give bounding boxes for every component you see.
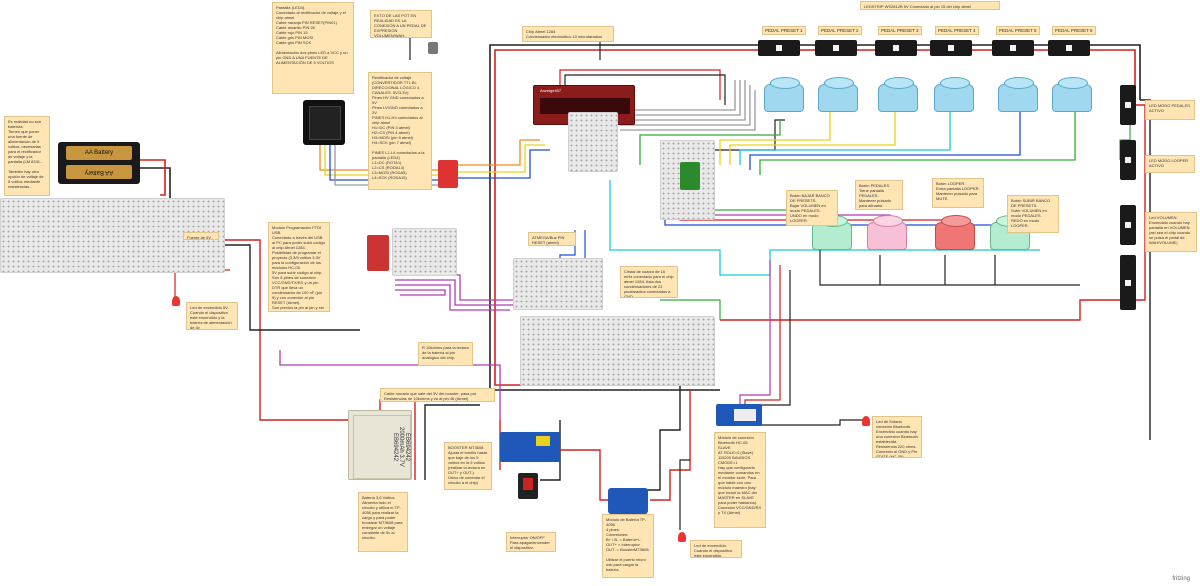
led-modo-pedales-note: LED MODO PEDALES ACTIVO — [1145, 100, 1195, 120]
bluetooth-note: Módulo de conexión Bluetooth HC-05 SLAVE… — [714, 432, 766, 528]
pedal-label-1: PEDAL PRESET 1 — [762, 26, 806, 35]
pedal-button-1[interactable] — [764, 77, 804, 112]
pedal-button-2[interactable] — [818, 77, 858, 112]
main-breadboard — [520, 316, 715, 386]
led-module-1 — [758, 40, 800, 56]
led-module-4 — [930, 40, 972, 56]
boton-pedales-note: Botón PEDALES. Tiene pantalla PEDALES. M… — [855, 180, 903, 210]
led-module-looper — [1120, 140, 1136, 180]
led-module-3 — [875, 40, 917, 56]
screen-module — [303, 100, 345, 145]
led-encendido-bottom-note: Led de encendido. Cuando el dispositivo … — [690, 540, 742, 558]
pedales-button[interactable] — [867, 215, 907, 250]
led-encendido-left — [172, 296, 180, 306]
pedal-label-2: PEDAL PRESET 2 — [818, 26, 862, 35]
modulo-prog-note: Modulo Programación FTDI USB. Conectado … — [268, 222, 330, 312]
led-module-5 — [992, 40, 1034, 56]
led-module-pedales — [1120, 85, 1136, 125]
level-shifter — [438, 160, 458, 188]
led-module-strip — [1120, 255, 1136, 310]
center-breadboard — [568, 112, 618, 172]
tp4056-module — [608, 488, 648, 514]
ledstrip-note: LEDSTRIP WS2812B 5V Conectado al pin 15 … — [860, 1, 1000, 10]
display-label: Anzeige457 — [540, 88, 562, 93]
pedal-button-6[interactable] — [1052, 77, 1092, 112]
lipo-battery: EB694242 2000mAh 3.7V EB694242 — [348, 410, 412, 480]
on-off-switch[interactable] — [518, 473, 538, 499]
boton-subir-note: Botón SUBIR BANCO DE PRESETS. Subir VOLU… — [1007, 195, 1059, 233]
pantalla-note: Pantalla (LED4). Conectado al rectificad… — [272, 2, 354, 94]
boton-bajar-note: Botón BAJAR BANCO DE PRESETS. Bajar VOLU… — [786, 190, 838, 226]
aa-battery-pack: AA Battery AA Battery — [58, 142, 140, 184]
cable-morado-note: Cable morado que sale del 3V del booster… — [380, 388, 495, 402]
mux-chip — [680, 162, 700, 190]
bateria-note: Batería 3,6 Voltios Alimenta todo el cir… — [358, 492, 408, 552]
led-estado — [862, 416, 870, 426]
pedal-button-4[interactable] — [934, 77, 974, 112]
led-volumen-note: Led VOLUMEN. Encendido cuando hay pantal… — [1145, 212, 1197, 252]
rectificador-note: Rectificador de voltaje (CONVERTIDOR TTL… — [368, 72, 432, 190]
pedal-label-4: PEDAL PRESET 4 — [935, 26, 979, 35]
fuente-note: Fuente de 5V — [183, 232, 219, 240]
fritzing-brand: fritzing — [1172, 576, 1190, 582]
led-module-volumen — [1120, 205, 1136, 245]
eeprom-note: EXTO DE LAS POT EN REALIDAD ES LA CONEXI… — [370, 10, 432, 38]
modulo-bateria-note: Módulo de Batería TP-4056 4 pines. Conex… — [602, 514, 654, 578]
aa-battery-1: AA Battery — [66, 146, 132, 160]
led-encendido-left-note: Led de encendido 5V. Cuando el dispositi… — [186, 302, 238, 330]
battery-left-note: Es realidad no son baterías. Tienen que … — [4, 116, 50, 196]
crystal-breadboard — [513, 258, 603, 310]
bluetooth-hc05 — [716, 404, 762, 426]
pot-connector — [428, 42, 438, 54]
pedal-label-6: PEDAL PRESET 6 — [1052, 26, 1096, 35]
pedal-label-5: PEDAL PRESET 5 — [996, 26, 1040, 35]
boton-looper-note: Botón LOOPER. Entra pantalla LOOPER. Man… — [932, 178, 984, 208]
led-modo-looper-note: LED MODO LOOPER ACTIVO — [1145, 155, 1195, 173]
led-module-6 — [1048, 40, 1090, 56]
bajar-button[interactable] — [812, 215, 852, 250]
booster-mt3608 — [500, 432, 560, 462]
interruptor-note: Interruptor ON/OFF Para apagar/encender … — [506, 532, 556, 552]
display-module: Anzeige457 — [533, 85, 635, 125]
pedal-button-5[interactable] — [998, 77, 1038, 112]
booster-note: BOOSTER MT3608 Ajusta el tornillo hasta … — [444, 442, 492, 490]
lipo-label: EB694242 2000mAh 3.7V EB694242 — [353, 415, 411, 479]
aa-battery-2: AA Battery — [66, 165, 132, 179]
led-encendido-bottom — [678, 532, 686, 542]
cristal-note: Cristal de cuarzo de 16 mHz conectado pa… — [620, 266, 678, 298]
ftdi-programmer — [367, 235, 389, 271]
resist-10k-note: R 10kohms para la lectura de la batería … — [418, 342, 473, 366]
pedal-button-3[interactable] — [878, 77, 918, 112]
led-module-2 — [815, 40, 857, 56]
led-estado-note: Led de Estado conexión Bluetooth. Encend… — [872, 416, 922, 458]
looper-button[interactable] — [935, 215, 975, 250]
ftdi-breadboard — [392, 228, 457, 276]
chip-atmel-note: Chip Atmel 1284 Condensador electrolític… — [522, 26, 614, 42]
atmega-note: ATMEGA/Bus PIN RESET (atmel) — [528, 232, 576, 246]
pedal-label-3: PEDAL PRESET 3 — [878, 26, 922, 35]
